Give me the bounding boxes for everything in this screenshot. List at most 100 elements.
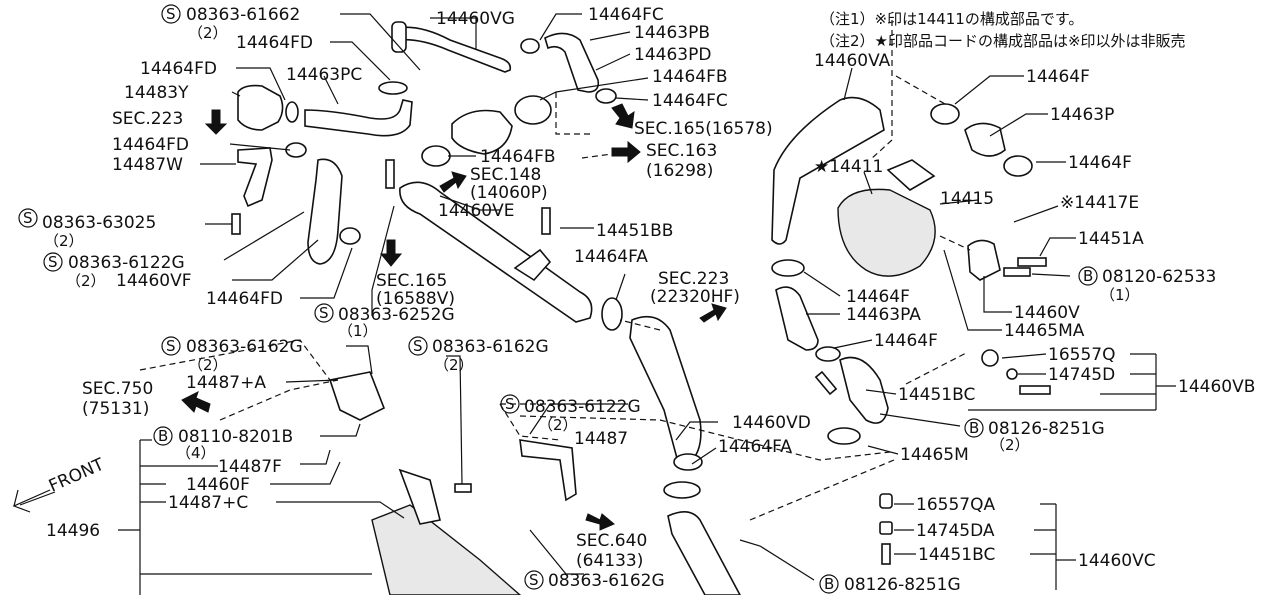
label-14464FD-c: 14464FD	[112, 135, 189, 155]
label-14460VF: 14460VF	[116, 271, 192, 291]
hose-14460VG	[394, 26, 512, 73]
label-14463PA: 14463PA	[846, 305, 921, 325]
label-14464FA: 14464FA	[574, 247, 648, 267]
bracket-14487	[519, 439, 577, 502]
clamp-14464FC	[520, 38, 540, 54]
label-14463PD: 14463PD	[634, 45, 711, 65]
svg-text:S: S	[23, 209, 33, 227]
label-14487C: 14487+C	[168, 493, 248, 513]
label-14464FC-b: 14464FC	[652, 91, 728, 111]
part-16557QA	[879, 493, 893, 509]
label-14465M: 14465M	[900, 445, 969, 465]
label-08363-6122G: 08363-6122G	[68, 253, 185, 273]
label-sec223b: SEC.223	[658, 269, 729, 289]
label-16298: (16298)	[646, 161, 713, 181]
label-64133: (64133)	[576, 551, 643, 571]
bracket-14487C	[398, 468, 441, 525]
label-14451BC-b: 14451BC	[918, 545, 995, 565]
qty-08363-6122G-b: （2）	[538, 416, 578, 434]
label-16557QA: 16557QA	[916, 495, 995, 515]
label-14460F: 14460F	[186, 475, 250, 495]
clamp-14464FC-2	[595, 88, 617, 104]
intercooler-14496	[371, 504, 522, 595]
bolt-14451A	[1017, 257, 1047, 267]
clamp-14464F-4	[815, 346, 841, 362]
leader-lines	[118, 13, 1176, 595]
label-08363-6162G-b: 08363-6162G	[432, 337, 549, 357]
svg-text:S: S	[529, 571, 539, 589]
hose-14463P	[964, 122, 1006, 157]
label-08120-62533: 08120-62533	[1102, 267, 1216, 287]
clamp-14464FB-2	[421, 145, 451, 167]
label-14745D: 14745D	[1048, 365, 1115, 385]
gasket-14415	[886, 159, 936, 191]
bolt-08126	[814, 370, 838, 396]
clamp-14464FA-3	[663, 481, 701, 499]
pipe-14460VA	[771, 96, 885, 245]
bracket-14487A	[328, 371, 386, 421]
label-75131: (75131)	[82, 399, 149, 419]
bracket-14460VE	[513, 248, 552, 282]
qty-08363-61662: （2）	[188, 24, 228, 42]
label-14464FD-d: 14464FD	[206, 289, 283, 309]
svg-text:S: S	[166, 5, 176, 23]
label-14464F-d: 14464F	[874, 331, 938, 351]
label-14415: 14415	[940, 189, 994, 209]
label-14464FC: 14464FC	[588, 5, 664, 25]
circle-mark-s: S	[500, 394, 520, 414]
clamp-14464F-3	[771, 259, 805, 277]
label-sec163: SEC.163	[646, 141, 717, 161]
circle-mark-s: S	[161, 4, 181, 24]
svg-text:S: S	[48, 253, 58, 271]
circle-mark-s: S	[43, 252, 63, 272]
clamp-14464F-2	[1003, 155, 1033, 177]
arrow-sec165	[611, 103, 635, 129]
label-14496: 14496	[46, 521, 100, 541]
front-arrow-icon	[12, 489, 56, 513]
bracket-14460V	[967, 239, 1001, 281]
circle-mark-b: B	[153, 426, 173, 446]
label-14463PC: 14463PC	[286, 65, 362, 85]
circle-mark-s: S	[524, 570, 544, 590]
circle-mark-s: S	[314, 303, 334, 323]
label-22320HF: (22320HF)	[650, 287, 740, 307]
bolt-08363-63025	[231, 213, 241, 235]
label-14483Y: 14483Y	[124, 83, 189, 103]
note-1: （注1）※印は14411の構成部品です。	[820, 10, 1083, 28]
label-sec223: SEC.223	[112, 109, 183, 129]
arrow-sec223b	[699, 303, 727, 323]
pipe-14460VE	[399, 181, 593, 323]
label-14463PB: 14463PB	[634, 23, 710, 43]
label-14464FB: 14464FB	[652, 67, 728, 87]
label-14411: ★14411	[814, 157, 883, 177]
hose-14463PC	[304, 99, 413, 137]
label-14487: 14487	[574, 429, 628, 449]
hose-14460VF	[307, 158, 343, 265]
label-14464FD-b: 14464FD	[140, 59, 217, 79]
label-14451BC-a: 14451BC	[898, 385, 975, 405]
label-14464F-b: 14464F	[1068, 153, 1132, 173]
svg-text:B: B	[969, 419, 979, 437]
pipe-14460VD	[629, 315, 702, 463]
clamp-14464FD-5	[339, 227, 361, 245]
qty-08363-6252G: （1）	[338, 322, 378, 340]
qty-08363-6162G-a: （2）	[188, 356, 228, 374]
label-sec165-16578: SEC.165(16578)	[634, 119, 773, 139]
label-08110-8201B: 08110-8201B	[178, 427, 293, 447]
valve-14483Y	[237, 84, 284, 131]
circle-mark-b: B	[964, 418, 984, 438]
circle-mark-s: S	[408, 336, 428, 356]
label-14464FA-b: 14464FA	[718, 437, 792, 457]
label-14464FB-b: 14464FB	[480, 147, 556, 167]
arrow-sec223	[204, 109, 228, 135]
label-14060P: (14060P)	[470, 183, 548, 203]
part-14745D	[1006, 368, 1018, 380]
label-08363-6122G-b: 08363-6122G	[524, 397, 641, 417]
svg-text:B: B	[824, 575, 834, 593]
qty-08126-8251G: （2）	[990, 436, 1030, 454]
label-08363-6162G-a: 08363-6162G	[186, 337, 303, 357]
label-sec148: SEC.148	[470, 165, 541, 185]
circle-mark-s: S	[161, 336, 181, 356]
qty-08363-6122G: （2）	[66, 272, 106, 290]
